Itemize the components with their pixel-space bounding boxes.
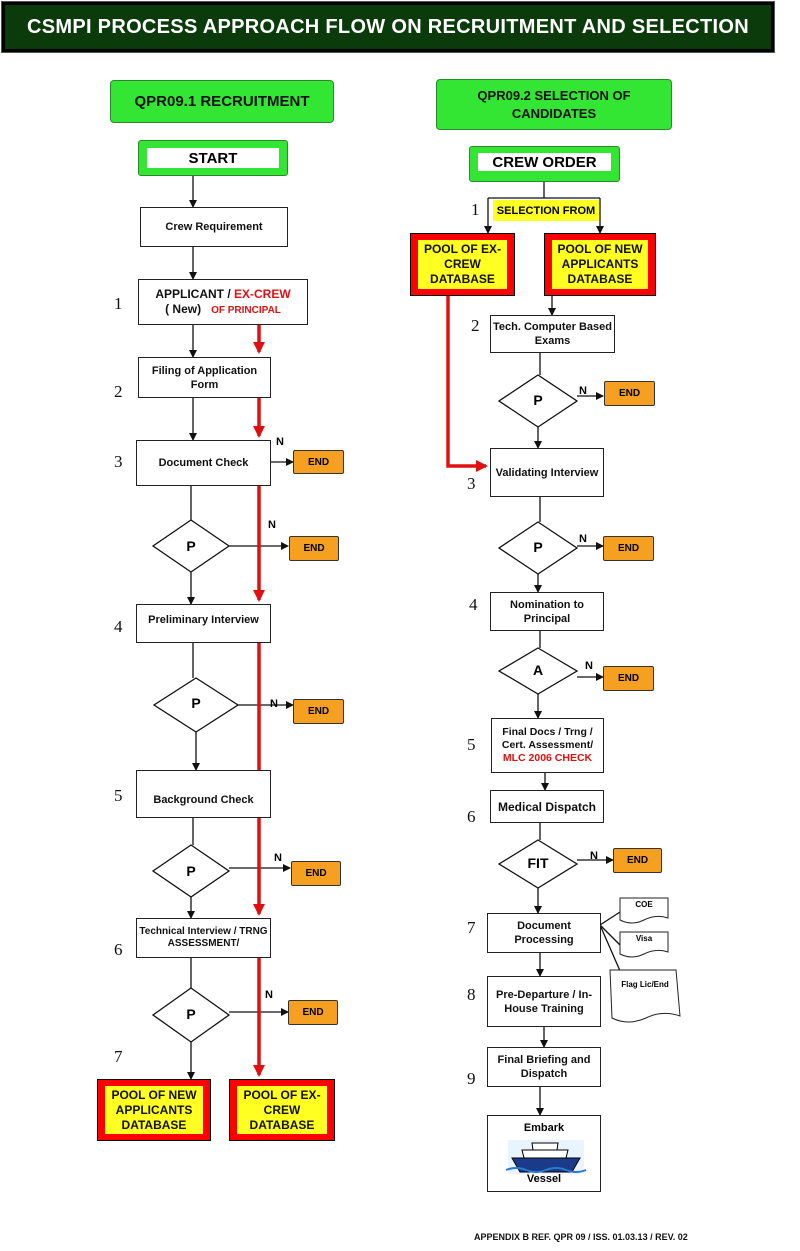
pass-decision-2: P xyxy=(191,695,201,711)
preliminary-interview-box: Preliminary Interview xyxy=(136,604,271,643)
r-step-number-4: 4 xyxy=(469,595,478,614)
no-label-4: N xyxy=(274,852,282,864)
final-briefing-box: Final Briefing and Dispatch xyxy=(487,1047,601,1087)
selection-from-label: SELECTION FROM xyxy=(493,200,599,221)
final-docs-label: Final Docs / Trng / Cert. Assessment/ xyxy=(501,726,594,751)
end-terminator-4: END xyxy=(291,861,341,886)
step-number-1: 1 xyxy=(114,294,123,313)
coe-doc: COE xyxy=(635,900,653,909)
end-terminator-2: END xyxy=(289,536,339,561)
no-label-3: N xyxy=(270,698,278,710)
step-number-4: 4 xyxy=(114,617,123,636)
mlc-check-label: MLC 2006 CHECK xyxy=(502,752,593,764)
embark-label: Embark xyxy=(523,1122,565,1134)
crew-requirement-box: Crew Requirement xyxy=(140,207,288,247)
step-number-2: 2 xyxy=(114,382,123,401)
no-label-r2: N xyxy=(579,533,587,545)
start-label: START xyxy=(147,148,279,168)
r-step-number-3: 3 xyxy=(467,474,476,493)
ex-crew-label: EX-CREW xyxy=(234,286,291,301)
step-number-3: 3 xyxy=(114,452,123,471)
no-label-1: N xyxy=(276,436,284,448)
tech-exams-box: Tech. Computer Based Exams xyxy=(490,315,615,353)
no-label-r4: N xyxy=(590,850,598,862)
r-step-number-8: 8 xyxy=(467,985,476,1004)
pool-new-applicants-label: POOL OF NEW APPLICANTS DATABASE xyxy=(105,1086,203,1134)
pool-new-applicants-right-label: POOL OF NEW APPLICANTS DATABASE xyxy=(552,240,648,289)
applicant-box: APPLICANT / EX-CREW ( New) OF PRINCIPAL xyxy=(138,279,308,325)
ship-drawing xyxy=(505,1140,587,1174)
approval-decision: A xyxy=(532,662,544,678)
no-label-r3: N xyxy=(585,660,593,672)
vessel-label: Vessel xyxy=(526,1173,562,1185)
predeparture-box: Pre-Departure / In-House Training xyxy=(487,976,601,1027)
pool-new-applicants-right: POOL OF NEW APPLICANTS DATABASE xyxy=(544,233,656,296)
pass-decision-r1: P xyxy=(533,392,543,408)
new-label: ( New) xyxy=(165,301,202,316)
technical-interview-box: Technical Interview / TRNG ASSESSMENT/ xyxy=(136,918,271,958)
document-processing-box: Document Processing xyxy=(487,913,601,953)
flag-lic-doc: Flag Lic/End xyxy=(621,980,669,989)
pool-ex-crew-right-label: POOL OF EX-CREW DATABASE xyxy=(418,240,507,289)
filing-box: Filing of Application Form xyxy=(138,357,271,398)
medical-dispatch-box: Medical Dispatch xyxy=(490,790,604,823)
r-step-number-1: 1 xyxy=(471,200,480,219)
r-step-number-6: 6 xyxy=(467,807,476,826)
start-terminator: START xyxy=(138,140,288,176)
crew-order-terminator: CREW ORDER xyxy=(469,146,620,182)
r-step-number-5: 5 xyxy=(467,735,476,754)
embark-vessel-box xyxy=(487,1115,601,1192)
document-check-box: Document Check xyxy=(136,440,271,486)
visa-doc: Visa xyxy=(635,934,653,943)
pass-decision-1: P xyxy=(186,538,196,554)
fit-decision: FIT xyxy=(527,855,549,871)
end-terminator-1: END xyxy=(293,450,344,474)
r-step-number-7: 7 xyxy=(467,918,476,937)
end-terminator-r1: END xyxy=(604,381,655,406)
no-label-2: N xyxy=(268,519,276,531)
applicant-label: APPLICANT / xyxy=(155,286,231,301)
background-check-box: Background Check xyxy=(136,770,271,818)
end-terminator-r2: END xyxy=(603,536,654,561)
end-terminator-5: END xyxy=(288,1000,338,1025)
step-number-7: 7 xyxy=(114,1047,123,1066)
pass-decision-3: P xyxy=(186,863,196,879)
no-label-r1: N xyxy=(579,385,587,397)
pool-ex-crew-right: POOL OF EX-CREW DATABASE xyxy=(410,233,515,296)
validating-interview-box: Validating Interview xyxy=(490,448,604,497)
pass-decision-r2: P xyxy=(533,539,543,555)
footer-reference: APPENDIX B REF. QPR 09 / ISS. 01.03.13 /… xyxy=(474,1232,688,1242)
recruitment-header: QPR09.1 RECRUITMENT xyxy=(110,80,334,123)
pool-new-applicants-left: POOL OF NEW APPLICANTS DATABASE xyxy=(97,1079,211,1141)
step-number-5: 5 xyxy=(114,786,123,805)
document-shapes xyxy=(609,897,681,1023)
crew-order-label: CREW ORDER xyxy=(478,153,611,171)
pool-ex-crew-label: POOL OF EX-CREW DATABASE xyxy=(237,1086,327,1134)
final-docs-box: Final Docs / Trng / Cert. Assessment/ ML… xyxy=(491,718,604,773)
no-label-5: N xyxy=(265,989,273,1001)
end-terminator-3: END xyxy=(293,699,344,724)
nomination-box: Nomination to Principal xyxy=(490,592,604,631)
pool-ex-crew-left: POOL OF EX-CREW DATABASE xyxy=(229,1079,335,1141)
end-terminator-r4: END xyxy=(613,848,662,873)
selection-header: QPR09.2 SELECTION OF CANDIDATES xyxy=(436,79,672,130)
end-terminator-r3: END xyxy=(603,666,654,691)
step-number-6: 6 xyxy=(114,940,123,959)
pass-decision-4: P xyxy=(186,1006,196,1022)
r-step-number-2: 2 xyxy=(471,316,480,335)
page-title: CSMPI PROCESS APPROACH FLOW ON RECRUITME… xyxy=(1,1,775,53)
r-step-number-9: 9 xyxy=(467,1069,476,1088)
of-principal-label: OF PRINCIPAL xyxy=(211,304,281,316)
